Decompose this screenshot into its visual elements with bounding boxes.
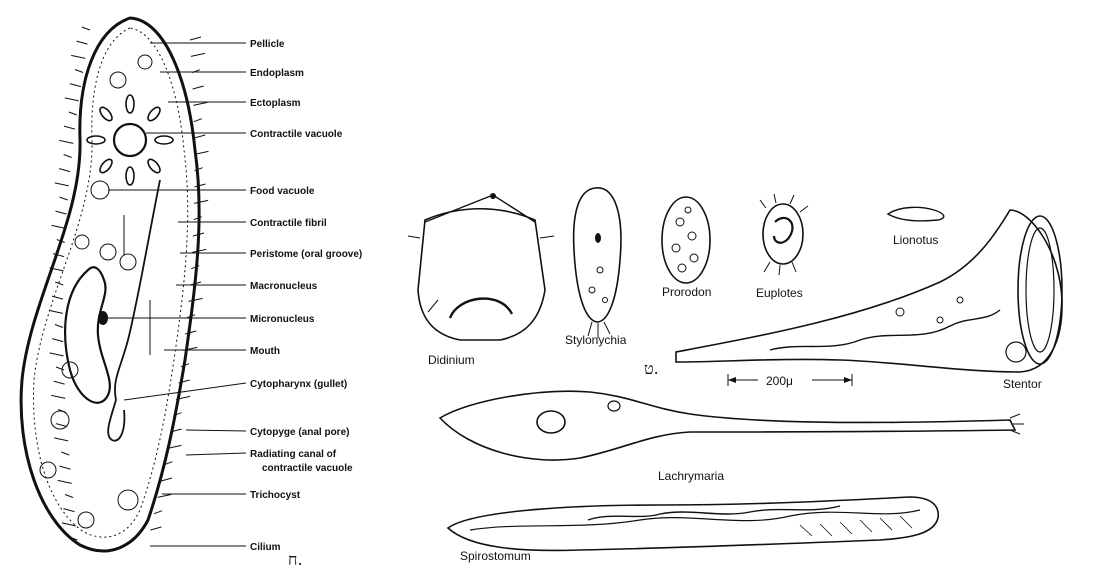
cilium-hair [69,112,77,115]
cilium-hair [54,438,68,441]
cilium-hair [65,495,73,498]
macronucleus [65,267,110,403]
cilium-hair [190,37,201,40]
cilium-hair [49,310,63,313]
label-contractile-fibril: Contractile fibril [250,218,327,229]
cilium-hair [70,84,81,87]
cilium-hair [191,53,205,56]
didinium-drawing [408,193,554,340]
stentor-drawing [676,210,1062,372]
cilium-hair [161,478,172,481]
label-endoplasm: Endoplasm [250,68,304,79]
cytopharynx [108,400,124,441]
cilium-hair [64,126,75,129]
cilium-hair [59,140,73,143]
label-didinium: Didinium [428,353,475,367]
cilium-hair [193,86,204,89]
label-stylonychia: Stylonychia [565,333,627,347]
cilium-hair [54,381,65,384]
label-lachrymaria: Lachrymaria [658,469,724,483]
label-cytopyge: Cytopyge (anal pore) [250,427,349,438]
cilium-hair [185,331,196,334]
peristome [115,180,160,400]
cilium-hair [194,119,202,122]
spirostomum-drawing [448,497,938,550]
cilium-hair [55,325,63,328]
label-trichocyst: Trichocyst [250,490,301,501]
label-radiating-canal: Radiating canal of [250,449,337,460]
cilium-hair [58,480,72,483]
micronucleus [98,311,108,325]
cilium-hair [60,197,68,200]
cilium-hair [158,494,172,497]
cilium-hair [194,135,205,138]
lachrymaria-drawing [440,391,1024,460]
cilium-hair [51,395,65,398]
paramecium-leader-lines [108,43,246,546]
cilium-hair [63,509,74,512]
label-contractile-vacuole: Contractile vacuole [250,129,343,140]
label-euplotes: Euplotes [756,286,803,300]
cilium-hair [52,225,66,228]
label-cytopharynx: Cytopharynx (gullet) [250,379,347,390]
label-mouth: Mouth [250,346,280,357]
label-ectoplasm: Ectoplasm [250,98,301,109]
cilium-hair [59,169,70,172]
cilia-fringe [49,27,209,540]
cilium-hair [193,102,207,105]
cilium-hair [50,353,64,356]
panel-mark-right: ט. [644,359,659,378]
label-peristome: Peristome (oral groove) [250,249,362,260]
cilium-hair [71,55,85,58]
panel-mark-left: ח. [288,550,303,569]
label-radiating-canal-2: contractile vacuole [262,463,353,474]
cilium-hair [82,27,90,30]
cilium-hair [55,211,66,214]
prorodon-drawing [662,197,710,283]
stylonychia-drawing [574,188,621,338]
cilium-hair [189,298,203,301]
label-prorodon: Prorodon [662,285,711,299]
label-micronucleus: Micronucleus [250,314,315,325]
cilium-hair [64,155,72,158]
label-cilium: Cilium [250,542,281,553]
cilium-hair [194,200,208,203]
label-stentor: Stentor [1003,377,1042,391]
paramecium-drawing [21,18,208,551]
label-lionotus: Lionotus [893,233,938,247]
radiating-canals [87,95,173,185]
cilium-hair [59,466,70,469]
contractile-vacuole [114,124,146,156]
cilium-hair [52,339,63,342]
cilium-hair [56,424,67,427]
label-macronucleus: Macronucleus [250,281,318,292]
scale-bar-label: 200μ [766,374,793,388]
paramecium-labels: Pellicle Endoplasm Ectoplasm Contractile… [250,39,362,569]
lionotus-drawing [888,207,944,221]
label-food-vacuole: Food vacuole [250,186,315,197]
cilium-hair [61,452,69,455]
label-pellicle: Pellicle [250,39,285,50]
euplotes-drawing [760,194,808,275]
cilium-hair [55,183,69,186]
cilium-hair [154,511,162,514]
label-spirostomum: Spirostomum [460,549,531,563]
cilium-hair [75,70,83,73]
cilium-hair [65,98,79,101]
paramecium-body [21,18,199,551]
cilium-hair [76,41,87,44]
cilium-hair [150,527,161,530]
